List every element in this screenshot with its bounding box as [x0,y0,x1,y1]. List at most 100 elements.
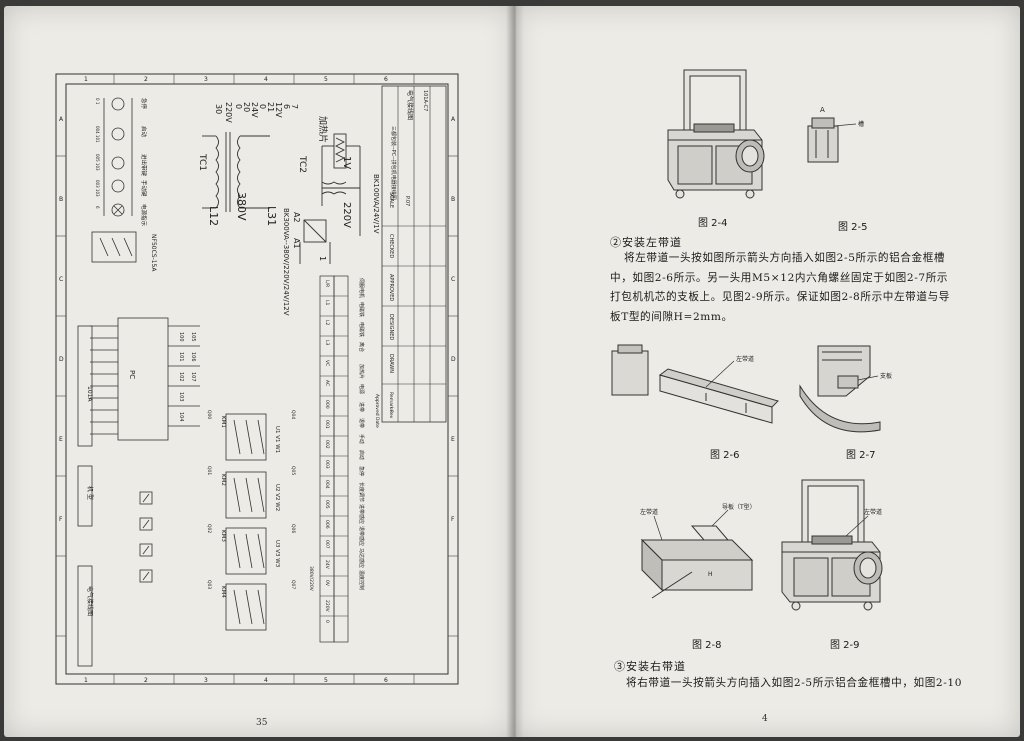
title-block-row: APPROVED [388,274,394,301]
section-2-line: 中，如图2-6所示。另一头用M5×12内六角螺丝固定于如图2-7所示 [610,271,949,284]
tc2-voltage: 220V [341,202,352,228]
tc1-right-label: L31 [265,206,278,226]
model-label: 机 型 [86,486,94,500]
terminal-desc: 电磁铁 [358,302,365,317]
tc2-name: TC2 [297,155,307,173]
switch-codes: 0 1 [95,98,100,105]
terminal-desc: 进带感应 [358,504,365,524]
transformer-tc2 [321,133,361,236]
plc-output: 104 [178,412,184,422]
grid-letter: B [59,196,63,203]
title-block-company: 三都包装--PC--拼包机电器接线图 [390,126,397,200]
title-block-drawing-name: 电气接线图 [406,90,414,120]
tc1-tap: 21 [266,102,275,112]
model-block [77,325,93,667]
grid-number: 4 [264,76,268,83]
terminal-desc: 进带 [358,402,365,412]
terminal-label: 002 [324,440,330,449]
plc-output: 101 [178,352,184,362]
figure-2-7-support-plate: 支板 [799,345,892,433]
figure-2-9-machine: 左带道 [781,479,883,611]
title-block-footer: Rev [388,410,394,419]
contactor-label: KM3 [220,530,226,542]
section-2-line: 打包机机芯的支板上。见图2-9所示。保证如图2-8所示中左带道与导 [610,291,950,303]
terminal-desc: 温度控制 [358,570,365,590]
section-2-heading: ②安装左带道 [610,236,682,249]
switch-text: 电源指示 [140,204,148,227]
fig-2-7-caption: 图 2-7 [846,450,876,461]
terminal-desc: 退带感应 [358,526,365,546]
terminal-desc: 380V/220V [308,566,314,592]
fig-2-5-caption: 图 2-5 [838,222,868,233]
terminal-label: 003 [324,460,330,469]
plc-controller [90,317,200,441]
tc1-tap: 0 [234,104,243,109]
plc-input: Q06 [290,524,296,533]
switch-text: 进出带键 [140,154,148,177]
grid-number: 1 [84,76,88,83]
breaker-label: NF50CS-15A [150,234,157,272]
circuit-breaker [91,231,137,263]
fig-2-4-caption: 图 2-4 [698,218,728,229]
tc1-tap: 220V [224,102,233,123]
grid-number: 2 [144,76,148,83]
plc-output: 103 [178,392,184,402]
terminal-label: 007 [324,540,330,549]
figure-2-8-guide-gap: 左带道 导板（T型） H [640,503,756,599]
section-3-heading: ③安装右带道 [614,660,686,673]
grid-letter: A [451,116,456,123]
terminal-label: 006 [324,520,330,529]
tc1-tap: 7 [290,104,299,109]
rectifier-label: A2 [292,212,301,223]
grid-number: 3 [204,76,208,83]
terminal-desc: 电源 [358,384,365,394]
title-block-row: CHECKED [388,234,394,258]
plc-output: 100 [178,332,184,342]
plc-input: Q03 [206,580,212,589]
section-2-line: 板T型的间隙H=2mm。 [610,310,733,323]
grid-number: 6 [384,76,388,83]
terminal-label: 000 [324,400,330,409]
plc-output: 107 [190,372,196,382]
figure-2-5-frame-slot: A 槽 [807,106,864,163]
terminal-desc: 电磁铁 [358,322,365,337]
left-page-number: 35 [256,718,268,728]
fig-2-5-label-slot: 槽 [858,120,864,128]
title-block-row: DESIGNED [388,314,394,340]
model-value: 101A [86,386,93,402]
terminal-label: 005 [324,500,330,509]
book-gutter [506,6,524,737]
tc2-spec: BK100VA/24V/1V [372,174,380,234]
grid-number: 6 [384,677,388,684]
grid-number: 4 [264,677,268,684]
switch-codes: 6 [95,206,100,209]
plc-input: Q00 [206,410,212,419]
switch-text: 急停 [140,98,148,110]
fig-2-7-label: 支板 [880,372,892,380]
terminal-label: 001 [324,420,330,429]
terminal-desc: 伺服电机 [358,278,365,298]
terminal-label: 220V [324,600,330,613]
plc-input: Q02 [206,524,212,533]
tc2-secondary: 1V [341,156,352,169]
terminal-desc: 退带 [358,418,365,428]
tc1-left-label: L12 [207,206,220,226]
title-block-scale: SCALE [388,192,394,208]
section-3-paragraph: 将右带道一头按箭头方向插入如图2-5所示铝合金框槽中，如图2-10 [626,674,962,694]
grid-number: 5 [324,76,328,83]
grid-letter: E [451,436,455,443]
terminal-label: 0V [324,580,330,587]
terminal-labels: L/R L1 L2 L3 VC AC 000 001 002 003 004 0… [324,280,330,623]
plc-input: Q05 [290,466,296,475]
motor-label: U2 V2 W2 [274,484,280,511]
contactor-banks [225,413,267,631]
section-2-line: 将左带道一头按如图所示箭头方向插入如图2-5所示的铝合金框槽 [624,252,946,264]
right-page-number: 4 [762,714,768,724]
section-3-line: 将右带道一头按箭头方向插入如图2-5所示铝合金框槽中，如图2-10 [626,677,963,689]
fuse-group [139,491,153,583]
wiring-diagram: A B C D E F A B C D E F 1 2 3 4 5 6 1 [55,73,459,685]
terminal-label: L2 [324,320,330,326]
switch-codes: 003 103 [95,180,100,197]
fig-2-9-label: 左带道 [864,508,882,516]
